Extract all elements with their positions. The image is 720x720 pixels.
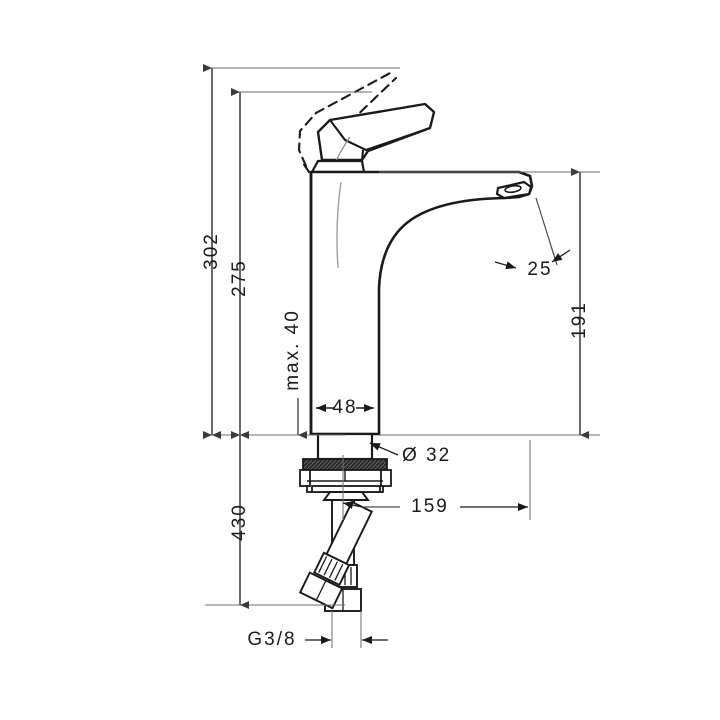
nut-lower-flange bbox=[322, 491, 370, 501]
dimension-191: 191 bbox=[569, 168, 590, 439]
dimension-g38: G3/8 bbox=[247, 629, 388, 650]
dimension-302: 302 bbox=[201, 64, 222, 439]
extension-lines bbox=[205, 67, 600, 648]
dimension-25: 25 bbox=[494, 197, 571, 280]
dimension-48: 48 bbox=[316, 397, 374, 418]
base-shank bbox=[316, 432, 374, 461]
hose-right-nut bbox=[298, 571, 344, 610]
mounting-washer bbox=[302, 458, 388, 471]
dimension-48-label: 48 bbox=[332, 397, 357, 418]
dimension-159-label: 159 bbox=[411, 496, 449, 517]
dimension-diameter-32: Ø 32 bbox=[369, 442, 451, 466]
flexible-hoses-group bbox=[298, 499, 374, 612]
dimension-max-40-label: max. 40 bbox=[282, 309, 303, 391]
dimension-159: 159 bbox=[342, 440, 531, 520]
hose-right-crimp bbox=[312, 551, 351, 587]
fixing-nut-assembly bbox=[299, 469, 392, 493]
dimension-191-label: 191 bbox=[569, 301, 590, 339]
faucet-body-group bbox=[297, 70, 534, 501]
dimension-g38-label: G3/8 bbox=[247, 629, 296, 650]
dimension-25-label: 25 bbox=[527, 259, 552, 280]
dimension-diameter-32-label: Ø 32 bbox=[402, 445, 451, 466]
dimension-275-label: 275 bbox=[229, 259, 250, 297]
dimension-430-label: 430 bbox=[229, 503, 250, 541]
handle-base-collar bbox=[310, 159, 366, 174]
dimension-430: 430 bbox=[229, 431, 250, 609]
aerator-outlet bbox=[495, 180, 533, 200]
dimension-275: 275 bbox=[229, 88, 250, 439]
dimension-max-40: max. 40 bbox=[282, 309, 307, 439]
dimension-302-label: 302 bbox=[201, 232, 222, 270]
